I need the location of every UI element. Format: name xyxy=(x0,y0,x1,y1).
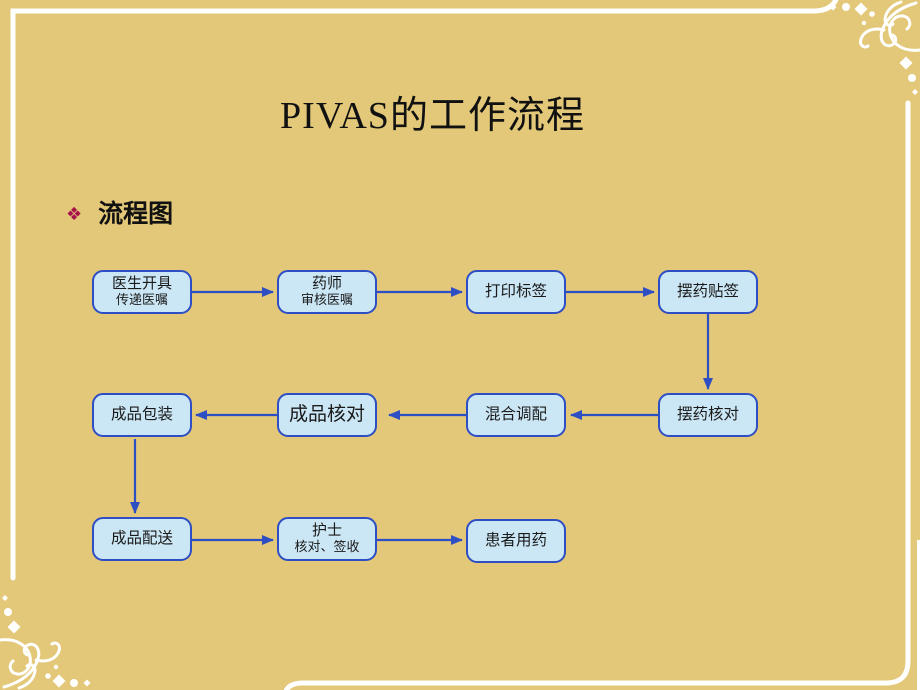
flow-node-product-delivery: 成品配送 xyxy=(92,517,192,561)
flow-node-pharmacist-review: 药师 审核医嘱 xyxy=(277,270,377,314)
slide-title: PIVAS的工作流程 xyxy=(280,95,585,137)
node-label: 摆药核对 xyxy=(676,406,739,424)
node-label: 护士 xyxy=(311,522,342,539)
corner-flourish-bottom-left xyxy=(0,593,92,690)
node-label: 患者用药 xyxy=(484,532,547,550)
flow-node-doctor-order: 医生开具 传递医嘱 xyxy=(92,270,192,314)
node-label: 摆药贴签 xyxy=(676,283,739,301)
flow-node-dispense-check: 摆药核对 xyxy=(658,393,758,437)
node-label: 成品包装 xyxy=(110,406,173,424)
node-label: 审核医嘱 xyxy=(300,292,353,308)
flow-node-product-check: 成品核对 xyxy=(277,393,377,437)
node-label: 成品配送 xyxy=(110,530,173,548)
flow-node-patient-medication: 患者用药 xyxy=(466,519,566,563)
node-label: 药师 xyxy=(311,275,342,292)
node-label: 传递医嘱 xyxy=(115,292,168,308)
flow-node-mixing-compounding: 混合调配 xyxy=(466,393,566,437)
node-label: 核对、签收 xyxy=(294,539,360,555)
node-label: 成品核对 xyxy=(288,404,365,426)
flow-node-product-packaging: 成品包装 xyxy=(92,393,192,437)
flow-node-nurse-check-sign: 护士 核对、签收 xyxy=(277,517,377,561)
node-label: 混合调配 xyxy=(484,406,547,424)
corner-flourish-top-right xyxy=(828,0,920,97)
frame-bottom-right xyxy=(283,100,911,690)
section-label: 流程图 xyxy=(98,201,174,228)
diamond-bullet-icon: ❖ xyxy=(66,203,83,225)
node-label: 医生开具 xyxy=(111,275,172,292)
node-label: 打印标签 xyxy=(484,283,547,301)
flow-node-print-label: 打印标签 xyxy=(466,270,566,314)
section-heading: ❖ 流程图 xyxy=(66,201,173,229)
flow-node-dispense-stick-label: 摆药贴签 xyxy=(658,270,758,314)
